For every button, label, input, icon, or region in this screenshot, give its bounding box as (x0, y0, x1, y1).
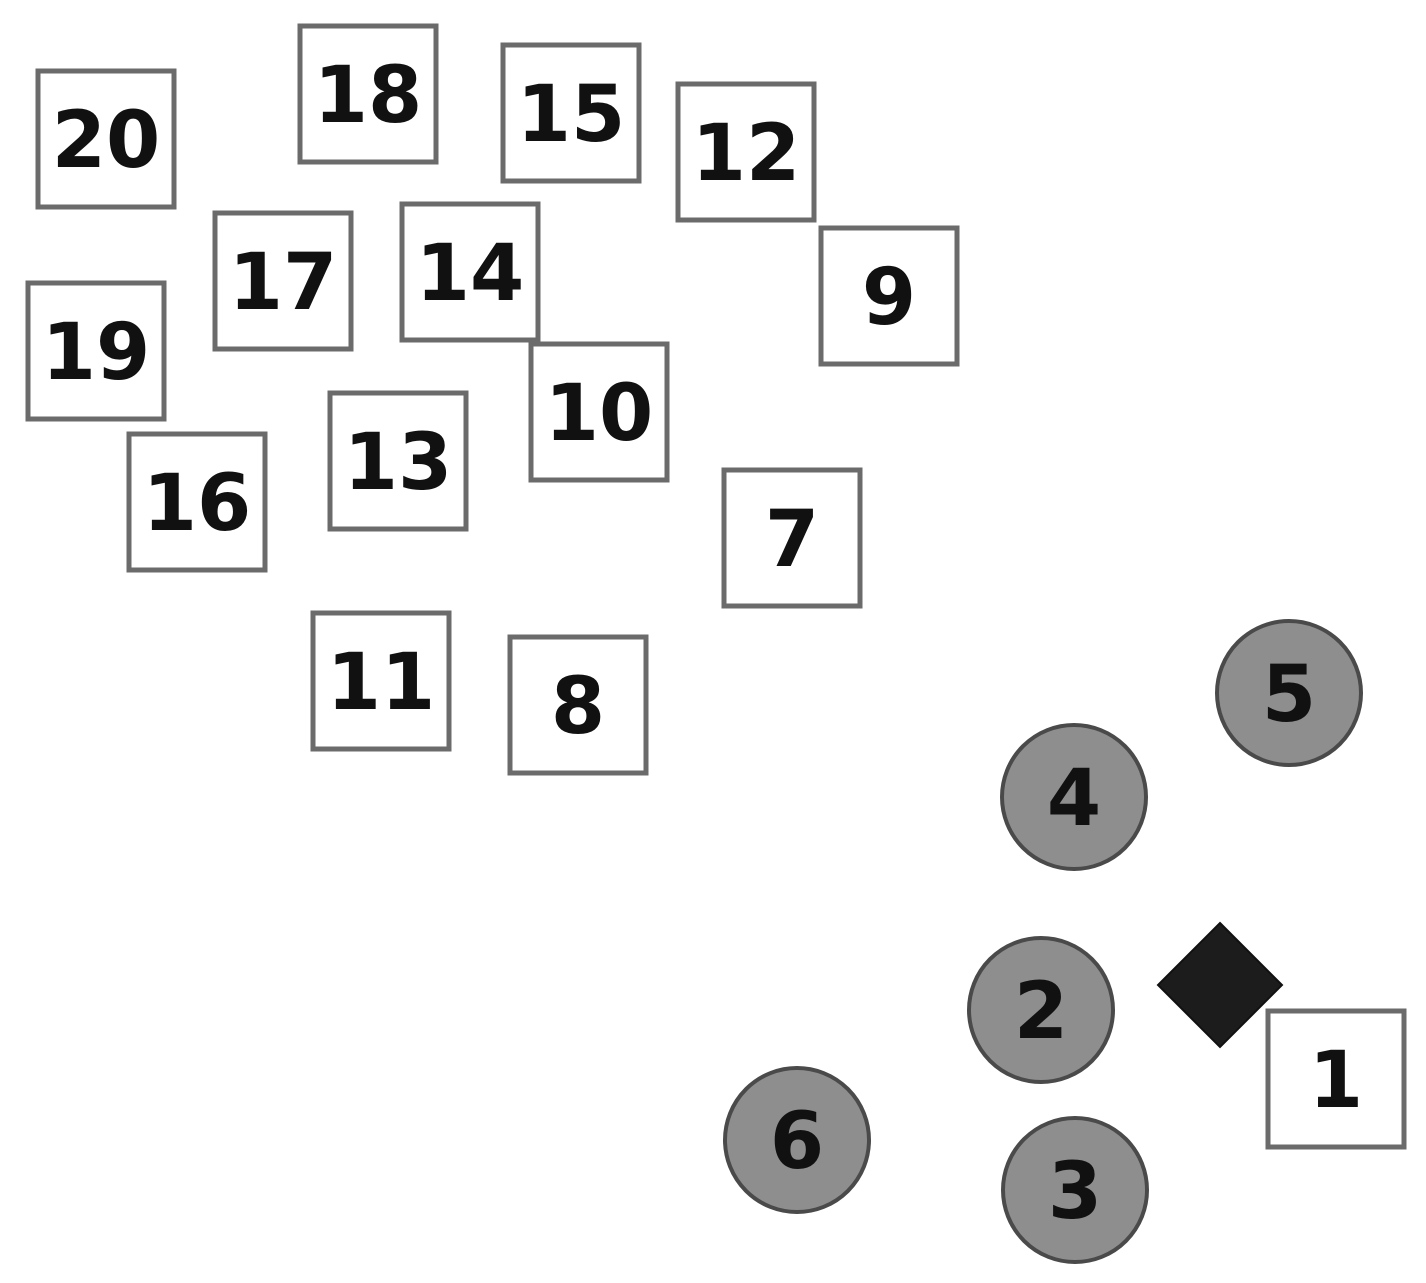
node-circle-2 (967, 936, 1115, 1084)
node-label-13: 13 (344, 418, 453, 508)
node-label-2: 2 (1014, 967, 1068, 1057)
node-circle-3 (1001, 1116, 1149, 1264)
node-label-10: 10 (545, 369, 654, 459)
node-3: 3 (1001, 1116, 1149, 1264)
node-box-13 (327, 390, 469, 532)
node-label-16: 16 (143, 459, 252, 549)
node-box-1 (1265, 1008, 1407, 1150)
node-marker (1156, 921, 1284, 1049)
node-17: 17 (212, 210, 354, 352)
node-label-19: 19 (42, 308, 151, 398)
node-circle-4 (1000, 723, 1148, 871)
node-box-14 (399, 201, 541, 343)
node-9: 9 (818, 225, 960, 367)
node-2: 2 (967, 936, 1115, 1084)
node-label-14: 14 (416, 229, 525, 319)
node-box-9 (818, 225, 960, 367)
node-label-5: 5 (1262, 650, 1316, 740)
node-box-10 (528, 341, 670, 483)
node-box-16 (126, 431, 268, 573)
node-label-6: 6 (770, 1097, 824, 1187)
node-box-18 (297, 23, 439, 165)
node-box-12 (675, 81, 817, 223)
node-10: 10 (528, 341, 670, 483)
node-box-11 (310, 610, 452, 752)
node-circle-6 (723, 1066, 871, 1214)
node-6: 6 (723, 1066, 871, 1214)
node-label-17: 17 (229, 238, 338, 328)
node-box-8 (507, 634, 649, 776)
node-16: 16 (126, 431, 268, 573)
node-20: 20 (35, 68, 177, 210)
node-box-20 (35, 68, 177, 210)
node-12: 12 (675, 81, 817, 223)
node-label-7: 7 (765, 495, 819, 585)
node-13: 13 (327, 390, 469, 532)
node-18: 18 (297, 23, 439, 165)
node-11: 11 (310, 610, 452, 752)
node-label-18: 18 (314, 51, 423, 141)
node-circle-5 (1215, 619, 1363, 767)
node-5: 5 (1215, 619, 1363, 767)
node-box-19 (25, 280, 167, 422)
node-label-15: 15 (517, 70, 626, 160)
node-label-1: 1 (1309, 1036, 1363, 1126)
node-label-4: 4 (1047, 754, 1101, 844)
node-label-9: 9 (862, 253, 916, 343)
node-label-11: 11 (327, 638, 436, 728)
node-8: 8 (507, 634, 649, 776)
node-4: 4 (1000, 723, 1148, 871)
node-15: 15 (500, 42, 642, 184)
node-14: 14 (399, 201, 541, 343)
node-box-15 (500, 42, 642, 184)
node-7: 7 (721, 467, 863, 609)
node-label-12: 12 (692, 109, 801, 199)
node-label-20: 20 (52, 96, 161, 186)
node-1: 1 (1265, 1008, 1407, 1150)
node-19: 19 (25, 280, 167, 422)
diamond-marker (1156, 921, 1284, 1049)
node-box-7 (721, 467, 863, 609)
node-label-3: 3 (1048, 1147, 1102, 1237)
node-box-17 (212, 210, 354, 352)
node-label-8: 8 (551, 662, 605, 752)
